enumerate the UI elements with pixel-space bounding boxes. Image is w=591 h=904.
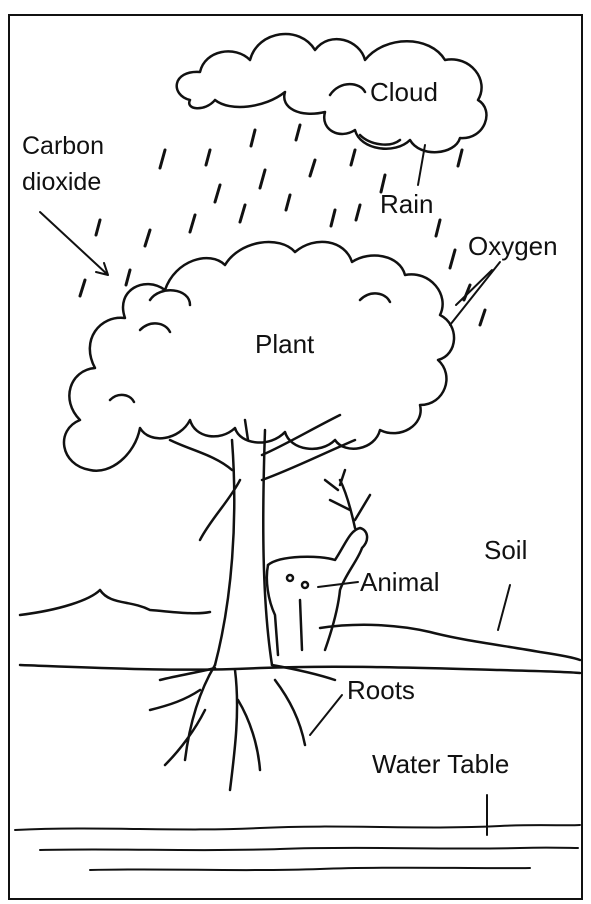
label-cloud: Cloud bbox=[370, 78, 438, 108]
water-table-lines bbox=[15, 825, 580, 870]
label-animal: Animal bbox=[360, 568, 439, 598]
label-oxygen: Oxygen bbox=[468, 232, 558, 262]
label-plant: Plant bbox=[255, 330, 314, 360]
label-carbon-line2: dioxide bbox=[22, 168, 101, 197]
label-soil: Soil bbox=[484, 536, 527, 566]
cloud-shape bbox=[177, 34, 487, 152]
label-carbon-line1: Carbon bbox=[22, 132, 104, 161]
label-water-table: Water Table bbox=[372, 750, 509, 780]
animal-shape bbox=[267, 470, 370, 655]
pointer-lines bbox=[40, 145, 510, 835]
label-roots: Roots bbox=[347, 676, 415, 706]
label-rain: Rain bbox=[380, 190, 433, 220]
roots-shape bbox=[150, 665, 335, 790]
